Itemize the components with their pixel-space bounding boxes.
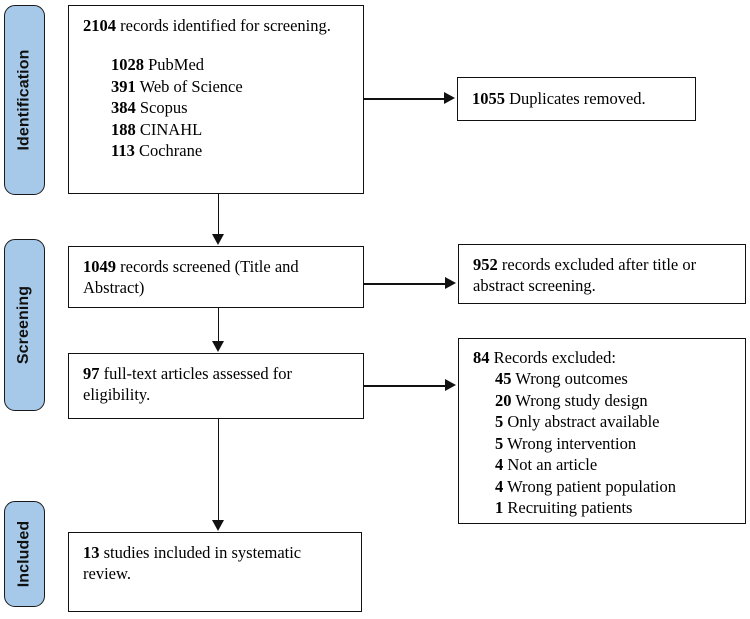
excluded-title-abstract-line: 952 records excluded after title or abst… — [473, 254, 733, 297]
exclusion-reason: Wrong study design — [515, 390, 648, 410]
connector-identified-to-duplicates — [364, 98, 444, 100]
stage-pill-screening: Screening — [4, 239, 45, 411]
arrowhead-to-included — [211, 520, 224, 531]
box-excluded-title-abstract: 952 records excluded after title or abst… — [458, 244, 746, 304]
studies-included-line: 13 studies included in systematic review… — [83, 542, 349, 585]
records-identified-line: 2104 records identified for screening. — [83, 15, 351, 36]
stage-pill-included: Included — [4, 501, 45, 607]
arrowhead-to-excluded-title-abstract — [445, 277, 456, 290]
source-count: 1028 — [111, 55, 144, 75]
exclusion-reason: Wrong patient population — [507, 476, 676, 496]
arrowhead-to-fulltext — [211, 341, 224, 352]
exclusion-reason: Only abstract available — [507, 412, 660, 432]
exclusion-reason-list: 45 Wrong outcomes 20 Wrong study design … — [495, 368, 733, 518]
exclusion-count: 5 — [495, 412, 504, 432]
excluded-title-abstract-text: records excluded after title or abstract… — [473, 255, 697, 296]
list-item: 20 Wrong study design — [495, 390, 733, 411]
fulltext-assessed-count: 97 — [83, 364, 100, 383]
list-item: 5 Wrong intervention — [495, 433, 733, 454]
duplicates-removed-line: 1055 Duplicates removed. — [472, 88, 683, 109]
records-screened-count: 1049 — [83, 257, 116, 276]
records-identified-text: records identified for screening. — [120, 16, 331, 35]
stage-label-screening: Screening — [15, 285, 33, 365]
exclusion-count: 1 — [495, 498, 504, 518]
box-duplicates-removed: 1055 Duplicates removed. — [457, 77, 696, 121]
records-excluded-count: 84 — [473, 348, 490, 367]
records-excluded-text: Records excluded: — [493, 348, 616, 367]
box-records-screened: 1049 records screened (Title and Abstrac… — [68, 246, 364, 308]
records-screened-text: records screened (Title and Abstract) — [83, 257, 299, 298]
source-name: PubMed — [148, 55, 205, 75]
connector-fulltext-to-records-excluded — [364, 385, 445, 387]
list-item: 391 Web of Science — [111, 76, 351, 97]
box-studies-included: 13 studies included in systematic review… — [68, 532, 362, 612]
exclusion-reason: Not an article — [507, 455, 598, 475]
fulltext-assessed-text: full-text articles assessed for eligibil… — [83, 364, 292, 405]
list-item: 1028 PubMed — [111, 54, 351, 75]
box-fulltext-assessed: 97 full-text articles assessed for eligi… — [68, 353, 364, 419]
connector-screened-to-excluded — [364, 283, 445, 285]
box-records-identified: 2104 records identified for screening. 1… — [68, 5, 364, 194]
connector-fulltext-to-included — [217, 419, 220, 520]
list-item: 384 Scopus — [111, 97, 351, 118]
source-count: 384 — [111, 98, 136, 118]
fulltext-assessed-line: 97 full-text articles assessed for eligi… — [83, 363, 351, 406]
box-records-excluded-detail: 84 Records excluded: 45 Wrong outcomes 2… — [458, 338, 746, 524]
list-item: 1 Recruiting patients — [495, 497, 733, 518]
duplicates-removed-count: 1055 — [472, 89, 505, 108]
studies-included-count: 13 — [83, 543, 100, 562]
list-item: 4 Wrong patient population — [495, 476, 733, 497]
arrowhead-to-screened — [211, 234, 224, 245]
source-count: 391 — [111, 76, 136, 96]
source-database-list: 1028 PubMed 391 Web of Science 384 Scopu… — [111, 54, 351, 161]
list-item: 113 Cochrane — [111, 140, 351, 161]
studies-included-text: studies included in systematic review. — [83, 543, 302, 584]
stage-label-included: Included — [15, 520, 33, 588]
records-identified-count: 2104 — [83, 16, 116, 35]
records-screened-line: 1049 records screened (Title and Abstrac… — [83, 256, 351, 299]
list-item: 45 Wrong outcomes — [495, 368, 733, 389]
exclusion-reason: Recruiting patients — [507, 498, 633, 518]
exclusion-count: 5 — [495, 433, 504, 453]
arrowhead-to-duplicates — [444, 92, 455, 105]
list-item: 5 Only abstract available — [495, 411, 733, 432]
exclusion-count: 20 — [495, 390, 512, 410]
exclusion-count: 4 — [495, 476, 504, 496]
duplicates-removed-text: Duplicates removed. — [509, 89, 646, 108]
connector-identified-to-screened — [217, 194, 220, 234]
arrowhead-to-records-excluded — [445, 379, 456, 392]
exclusion-count: 45 — [495, 369, 512, 389]
source-name: Web of Science — [139, 76, 243, 96]
exclusion-count: 4 — [495, 455, 504, 475]
list-item: 4 Not an article — [495, 454, 733, 475]
exclusion-reason: Wrong intervention — [507, 433, 637, 453]
source-count: 188 — [111, 119, 136, 139]
list-item: 188 CINAHL — [111, 119, 351, 140]
source-name: Scopus — [139, 98, 188, 118]
connector-screened-to-fulltext — [217, 308, 220, 341]
source-count: 113 — [111, 141, 135, 161]
records-excluded-header: 84 Records excluded: — [473, 347, 733, 368]
source-name: Cochrane — [138, 141, 203, 161]
stage-pill-identification: Identification — [4, 5, 45, 195]
source-name: CINAHL — [139, 119, 203, 139]
excluded-title-abstract-count: 952 — [473, 255, 498, 274]
stage-label-identification: Identification — [15, 49, 33, 151]
exclusion-reason: Wrong outcomes — [515, 369, 628, 389]
